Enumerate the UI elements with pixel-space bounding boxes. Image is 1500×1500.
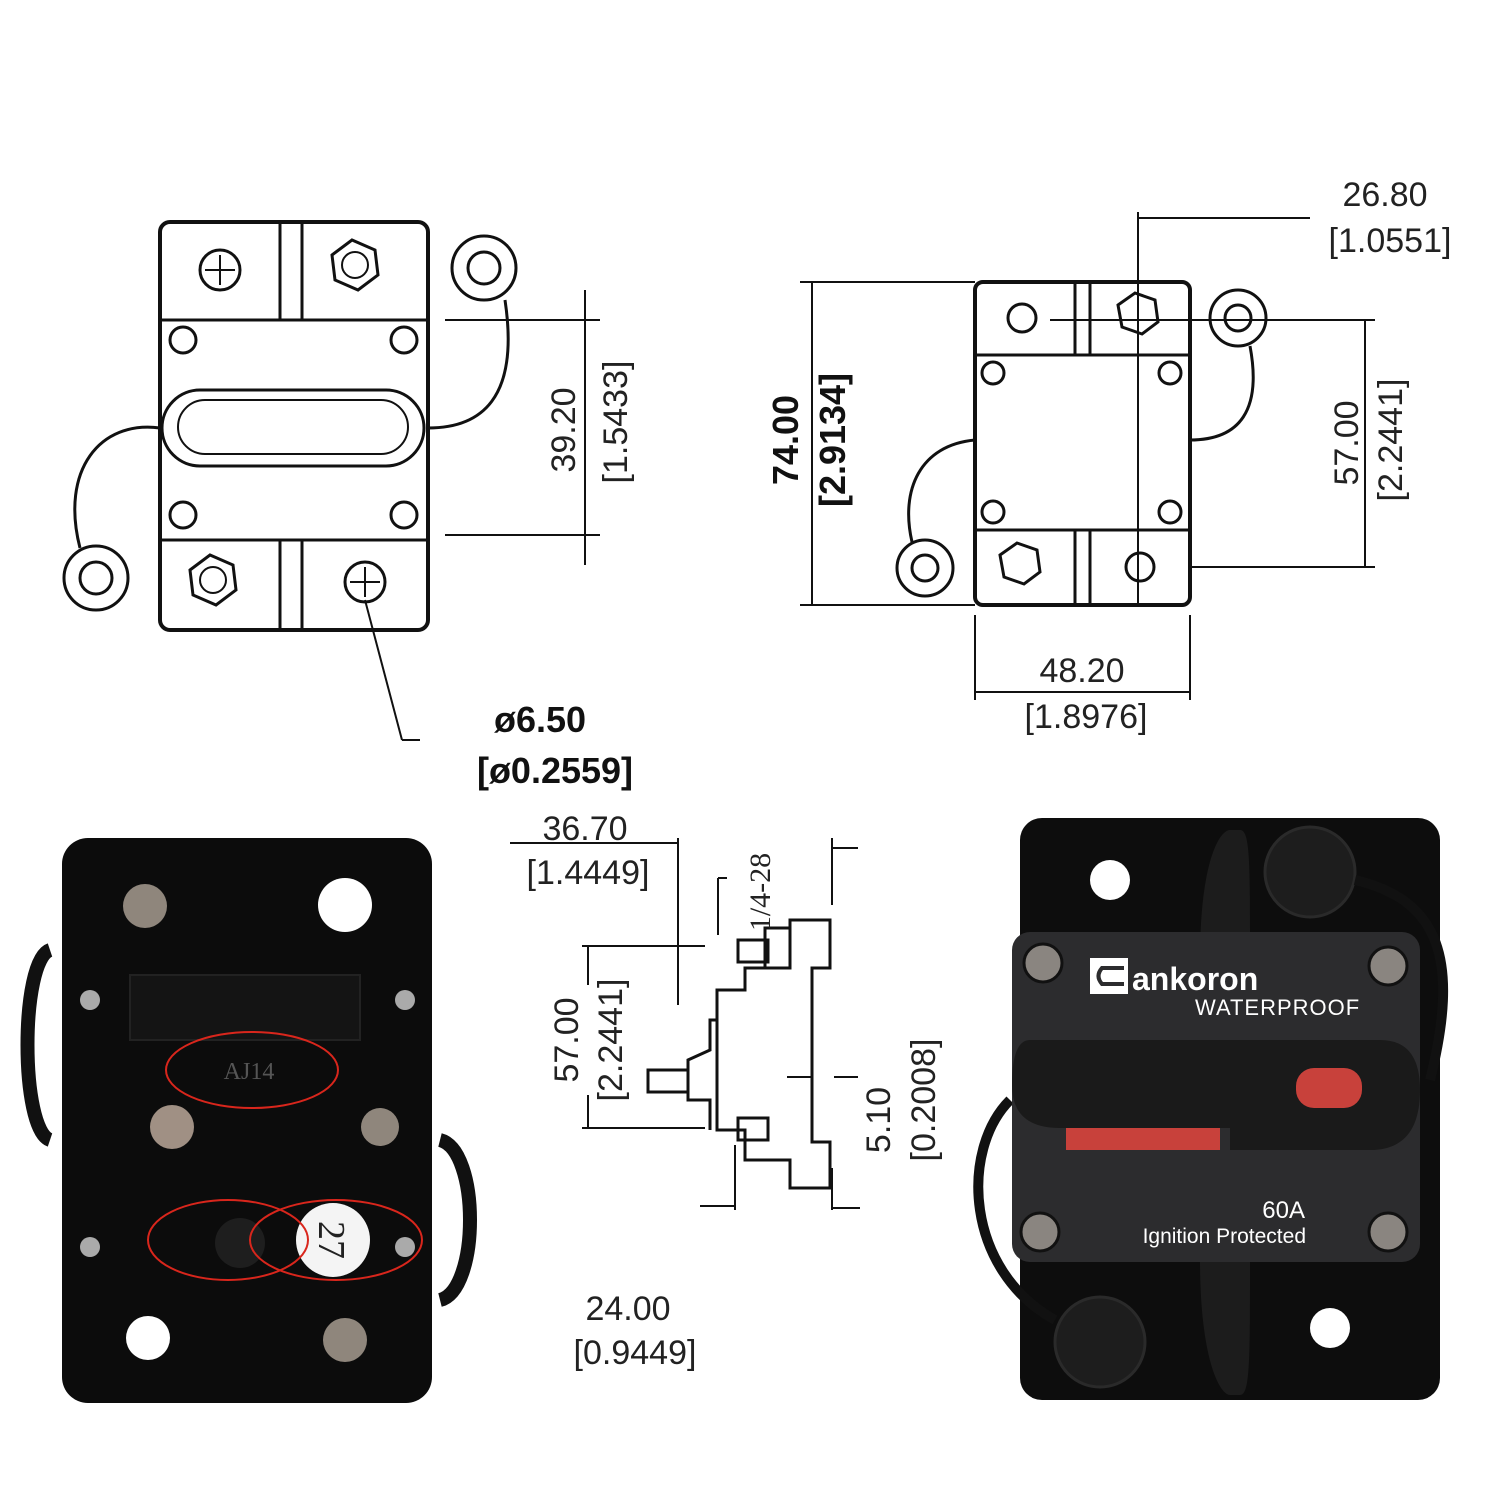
sticker-number: 27 <box>310 1221 352 1259</box>
cover-screw <box>1367 945 1409 987</box>
front-view-drawing: 26.80 [1.0551] 74.00 [2.9134] 57.00 [2.2… <box>765 176 1451 736</box>
mount-hole <box>318 878 372 932</box>
height-mm-label: 39.20 <box>545 387 583 472</box>
brand-name: ankoron <box>1132 961 1258 997</box>
total-height-in-label: [2.9134] <box>812 373 853 507</box>
total-height-mm-label: 74.00 <box>765 395 806 485</box>
side-view-drawing: 36.70 [1.4449] 1/4-28 57.00 [2.2441] 5.1… <box>510 810 943 1372</box>
reset-lever <box>1012 1040 1420 1150</box>
stud-spacing-in-label: [2.2441] <box>1372 379 1410 502</box>
hex-nut-icon <box>998 541 1042 586</box>
mounting-screws <box>168 325 419 530</box>
screw-icon <box>1006 302 1038 334</box>
mount-hole <box>126 1316 170 1360</box>
front-photo: ankoron WATERPROOF 60A Ignition Protecte… <box>973 818 1449 1400</box>
flange-mm-label: 5.10 <box>860 1087 898 1153</box>
stud-spacing-mm-label: 57.00 <box>548 997 586 1082</box>
top-view-drawing: 39.20 [1.5433] ø6.50 [ø0.2559] <box>62 220 635 791</box>
offset-mm-label: 26.80 <box>1342 176 1427 214</box>
center-panel <box>158 318 430 542</box>
highlight-ellipse <box>147 1199 309 1281</box>
highlight-ellipse <box>165 1031 339 1109</box>
batch-sticker <box>296 1203 370 1277</box>
waterproof-label: WATERPROOF <box>1195 995 1360 1020</box>
stamp-code: AJ14 <box>224 1059 275 1085</box>
hex-nut-icon <box>188 238 380 607</box>
terminal-cap-icon <box>62 234 518 612</box>
stud-spacing-in-label: [2.2441] <box>592 979 630 1102</box>
hole-diameter-mm-label: ø6.50 <box>494 699 586 740</box>
terminal-cap <box>1053 1295 1147 1389</box>
cover-screw <box>1019 1211 1061 1253</box>
hole-diameter-in-label: [ø0.2559] <box>477 750 633 791</box>
cover-screw <box>1022 942 1064 984</box>
depth-in-label: [1.4449] <box>527 854 650 892</box>
flange-in-label: [0.2008] <box>905 1039 943 1162</box>
rating-label: 60A <box>1262 1197 1305 1224</box>
breaker-body-outline <box>973 280 1192 607</box>
base-mm-label: 24.00 <box>585 1290 670 1328</box>
stud-spacing-mm-label: 57.00 <box>1328 400 1366 485</box>
terminal-cap-icon <box>895 538 955 598</box>
back-photo: 27 AJ14 <box>20 838 477 1403</box>
hex-nut-icon <box>1116 291 1160 336</box>
rivet <box>123 884 167 928</box>
width-in-label: [1.8976] <box>1025 698 1148 736</box>
screw-icon <box>1124 551 1156 583</box>
brand-logo-icon <box>1090 958 1128 994</box>
terminal-cap-icon <box>1208 288 1268 348</box>
width-mm-label: 48.20 <box>1039 652 1124 690</box>
mount-hole <box>1310 1308 1350 1348</box>
breaker-body-outline <box>158 220 430 632</box>
base-in-label: [0.9449] <box>574 1334 697 1372</box>
rivet <box>361 1108 399 1146</box>
side-profile-outline <box>715 918 832 1190</box>
mount-hole <box>1090 860 1130 900</box>
highlight-ellipse <box>249 1199 423 1281</box>
rivet <box>323 1318 367 1362</box>
actuator-pin <box>646 1068 690 1094</box>
certification-label: Ignition Protected <box>1143 1225 1306 1248</box>
depth-mm-label: 36.70 <box>542 810 627 848</box>
terminal-cap <box>1263 825 1357 919</box>
cover-screw <box>1367 1211 1409 1253</box>
lever-outline <box>160 388 426 468</box>
thread-label: 1/4-28 <box>744 853 777 931</box>
rivet <box>150 1105 194 1149</box>
trip-indicator <box>1066 1128 1220 1150</box>
reset-button <box>1296 1068 1362 1108</box>
offset-in-label: [1.0551] <box>1329 222 1452 260</box>
height-in-label: [1.5433] <box>597 361 635 484</box>
